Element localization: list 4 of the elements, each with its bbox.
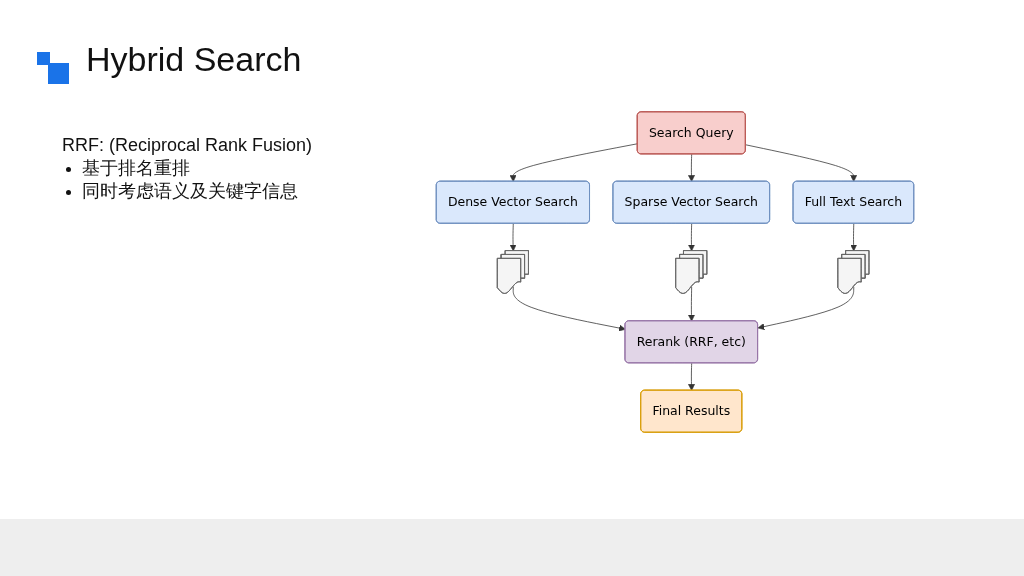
bullet-text: 基于排名重排 [62,157,313,180]
slide-title: Hybrid Search [86,40,302,79]
note-text: RRF: (Reciprocal Rank Fusion) [62,134,313,157]
bullet-text: 同时考虑语义及关键字信息 [62,180,313,203]
